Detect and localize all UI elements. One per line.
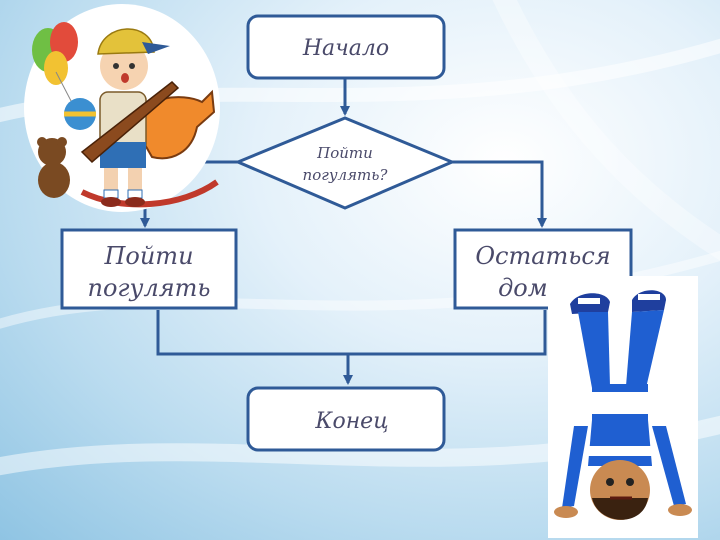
start-node [246, 14, 446, 80]
decision-node [234, 116, 456, 210]
go-for-walk-label-line1: Пойти [103, 242, 193, 270]
line-left-to-merge [156, 310, 348, 356]
decision-label-line2: погулять? [303, 166, 389, 184]
boy-with-toy-gun-illustration [24, 4, 220, 212]
start-label: Начало [302, 36, 389, 61]
arrow-decision-to-right [452, 160, 547, 228]
end-label: Конец [314, 409, 388, 434]
end-node [246, 386, 446, 452]
go-for-walk-node [60, 228, 238, 310]
handstand-boy-illustration [548, 276, 698, 538]
go-for-walk-label-line2: погулять [88, 274, 211, 302]
line-right-to-merge [348, 310, 547, 356]
decision-label-line1: Пойти [316, 144, 373, 162]
stay-home-label-line1: Остаться [475, 242, 610, 270]
